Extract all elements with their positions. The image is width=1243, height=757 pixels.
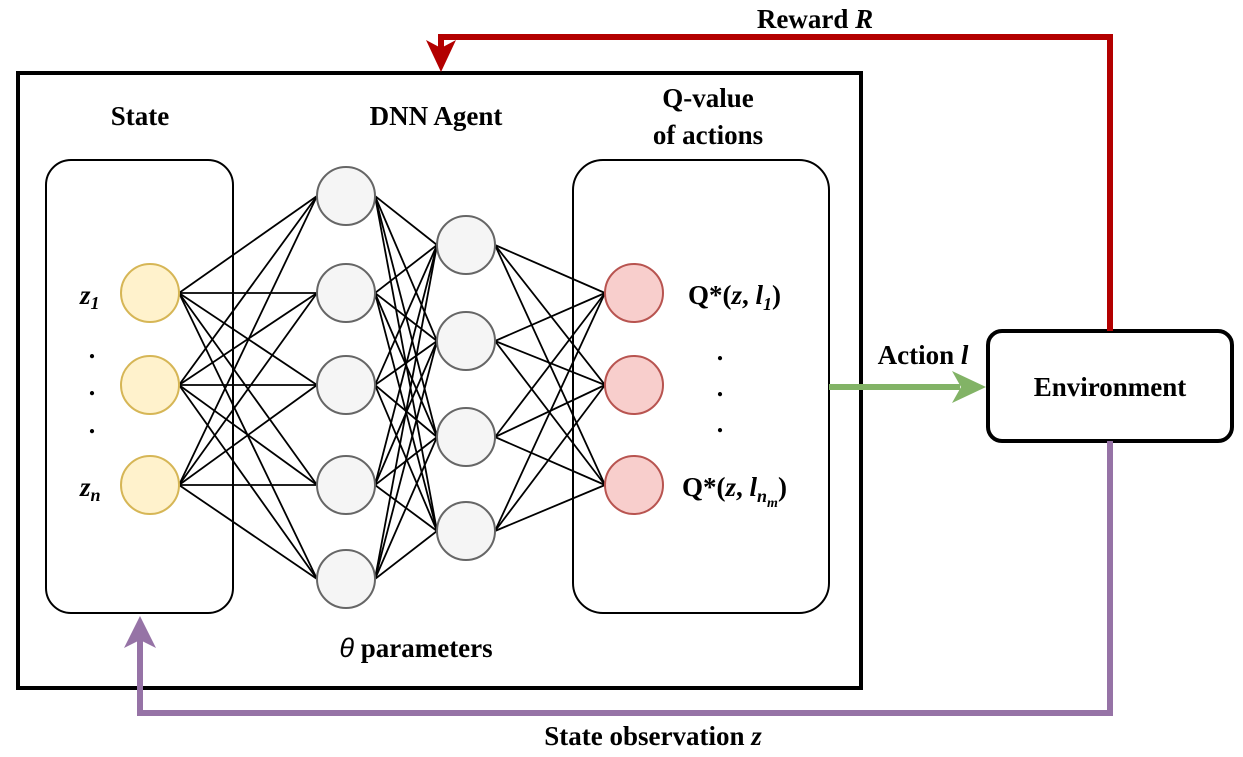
observation-arrow [137,441,1113,716]
qvalue-label-line1: Q-value [662,83,754,113]
state-box [45,159,234,614]
connection-line [494,292,606,532]
connection-line [494,436,606,486]
connection-line [374,244,438,580]
action-arrowhead [952,371,986,403]
input-node-1 [120,263,180,323]
hidden2-node-2 [436,311,496,371]
input-ellipsis-dot-3: . [89,410,96,439]
connection-line [494,384,606,532]
agent-box [16,71,863,690]
environment-label: Environment [1034,372,1187,402]
network-nodes [120,166,664,609]
reward-label: Reward R [757,4,873,34]
hidden2-node-4 [436,501,496,561]
hidden1-node-5 [316,549,376,609]
connection-line [178,195,318,294]
observation-arrowhead [124,616,156,648]
connection-line [494,244,606,386]
connection-line [178,384,318,580]
network-connections [178,195,606,580]
hidden1-node-1 [316,166,376,226]
action-label: Action l [878,340,969,370]
observation-label: State observation z [544,721,762,751]
connection-line [374,340,438,580]
hidden1-node-3 [316,355,376,415]
hidden1-node-2 [316,263,376,323]
connection-line [494,292,606,438]
output-node-2 [604,355,664,415]
hidden1-node-4 [316,455,376,515]
output-node-1 [604,263,664,323]
connection-line [374,244,438,294]
connection-line [494,484,606,532]
connection-line [494,244,606,294]
connection-line [494,292,606,342]
reward-arrowhead [426,40,456,72]
input-node-2 [120,355,180,415]
output-label-first: Q*(z, l1) [688,280,781,314]
qvalue-label-line2: of actions [653,120,763,150]
connection-line [178,484,318,580]
input-node-3 [120,455,180,515]
input-label-last: zn [79,472,101,505]
connection-line [374,244,438,386]
connection-line [178,195,318,386]
connection-line [178,292,318,486]
connection-line [374,530,438,580]
connection-line [178,195,318,486]
hidden2-node-1 [436,215,496,275]
connection-line [178,384,318,486]
connection-line [374,244,438,486]
connection-line [374,195,438,246]
agent-label: DNN Agent [370,101,503,131]
parameters-label: θ parameters [339,633,492,663]
connection-line [494,340,606,386]
output-node-3 [604,455,664,515]
state-label: State [111,101,169,131]
output-ellipsis-dot-2: . [717,373,724,402]
input-label-first: z1 [79,280,100,313]
output-ellipsis-dot-3: . [717,409,724,438]
connection-line [374,436,438,580]
hidden2-node-3 [436,407,496,467]
output-ellipsis-dot-1: . [717,337,724,366]
input-ellipsis-dot-1: . [89,335,96,364]
input-ellipsis-dot-2: . [89,372,96,401]
output-label-last: Q*(z, lnm) [682,472,787,511]
